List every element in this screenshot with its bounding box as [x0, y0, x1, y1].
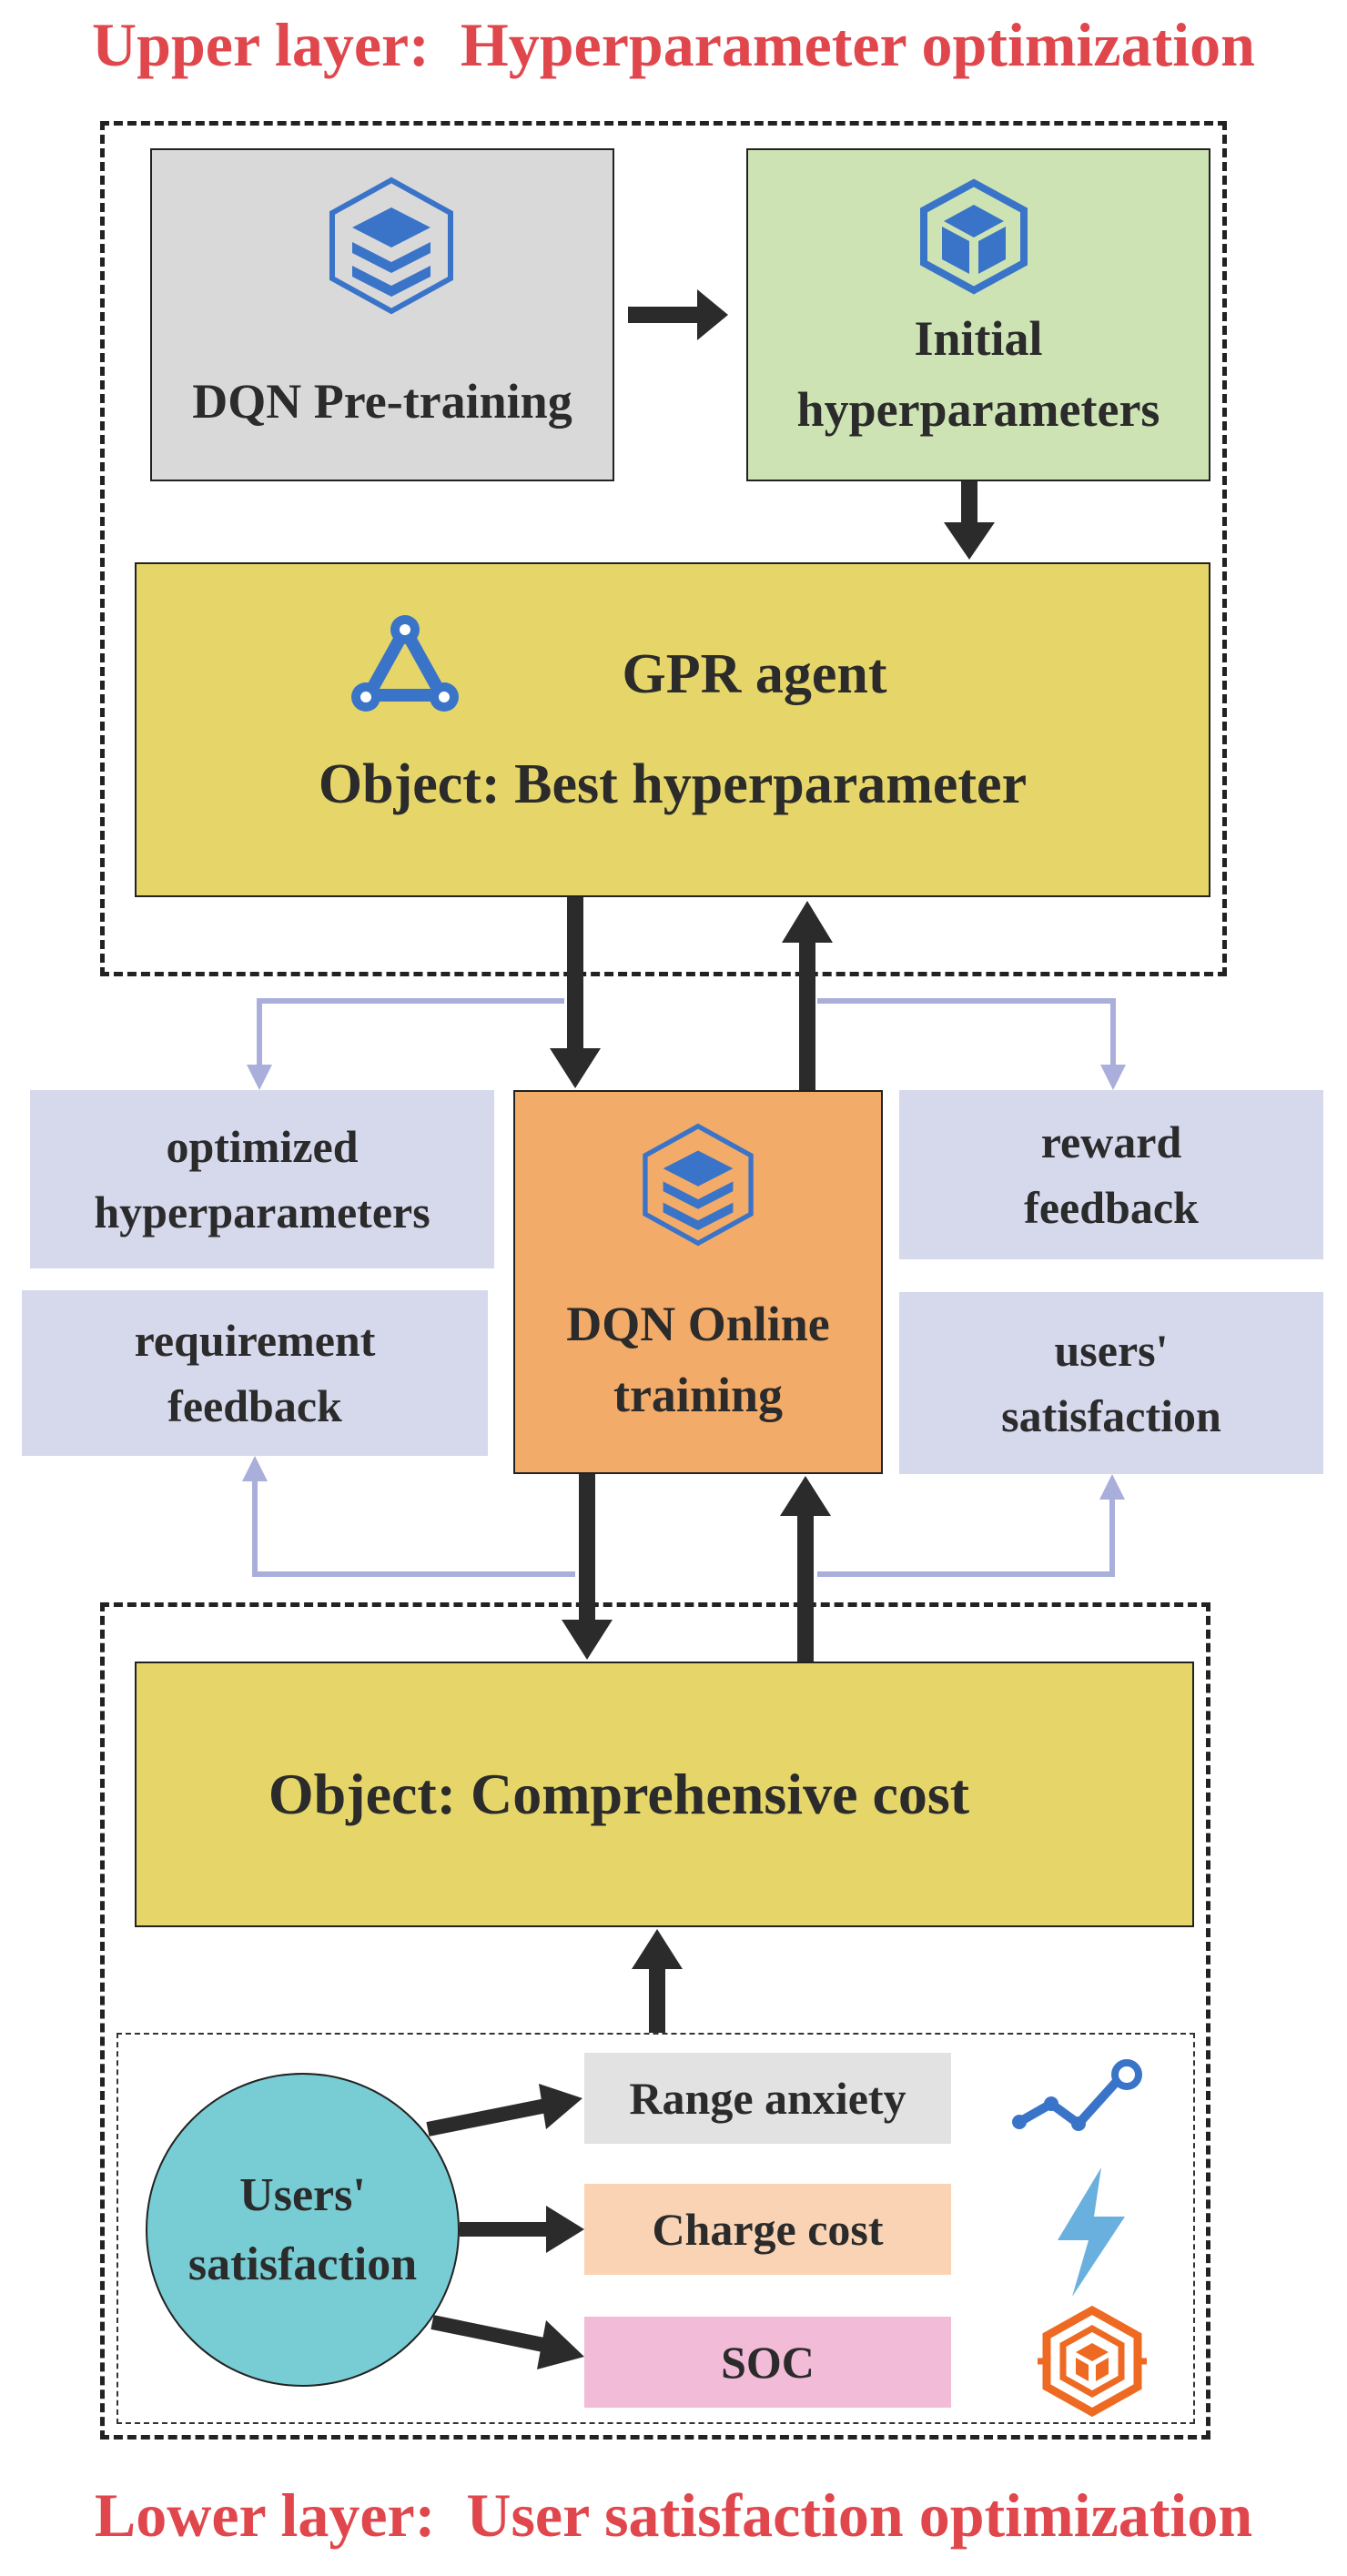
satisfaction-factors-container [116, 2033, 1195, 2424]
branch-to-optimized [257, 998, 564, 1072]
users-satisfaction-circle: Users' satisfaction [146, 2073, 460, 2387]
users-satisfaction-line2: satisfaction [187, 2238, 418, 2290]
gpr-agent-label: GPR agent [622, 643, 887, 705]
trend-line-icon [1012, 2059, 1142, 2131]
arrow-circle-to-soc [430, 2315, 550, 2353]
initial-hyperparameters-box: Initial hyperparameters [746, 148, 1210, 481]
initial-hyperparameters-line2: hyperparameters [796, 382, 1160, 437]
soc-tag: SOC [584, 2317, 951, 2408]
upper-layer-container [100, 121, 1227, 976]
lightning-bolt-icon [1058, 2167, 1125, 2297]
dqn-pretraining-box: DQN Pre-training [150, 148, 614, 481]
dqn-online-training-box: DQN Online training [513, 1090, 883, 1474]
agent-network-icon [351, 615, 459, 712]
users-satisfaction-label: users'satisfaction [899, 1292, 1323, 1474]
stack-layers-icon [329, 177, 453, 315]
stack-layers-icon-online [643, 1123, 754, 1247]
comprehensive-cost-box: Object: Comprehensive cost [135, 1662, 1194, 1927]
upper-layer-title: Upper layer: Hyperparameter optimization [92, 10, 1255, 79]
cube-network-icon [920, 178, 1028, 295]
range-anxiety-tag: Range anxiety [584, 2053, 951, 2144]
gpr-agent-box: GPR agent Object: Best hyperparameter [135, 562, 1210, 897]
branch-to-requirement [252, 1474, 575, 1577]
comprehensive-cost-label: Object: Comprehensive cost [268, 1762, 970, 1826]
dqn-online-line1: DQN Online [566, 1296, 830, 1351]
lower-layer-container [100, 1602, 1210, 2440]
branch-to-users-satisfaction [817, 1492, 1115, 1577]
dqn-pretraining-label: DQN Pre-training [192, 374, 572, 429]
users-satisfaction-line1: Users' [239, 2169, 366, 2222]
branch-to-reward [817, 998, 1116, 1072]
gpr-object-label: Object: Best hyperparameter [318, 753, 1028, 815]
charge-cost-tag: Charge cost [584, 2184, 951, 2275]
initial-hyperparameters-line1: Initial [914, 310, 1043, 366]
lower-layer-title: Lower layer: User satisfaction optimizat… [94, 2480, 1253, 2550]
battery-chip-icon [1038, 2305, 1147, 2418]
dqn-online-line2: training [613, 1368, 784, 1422]
arrow-circle-to-range [426, 2098, 548, 2137]
